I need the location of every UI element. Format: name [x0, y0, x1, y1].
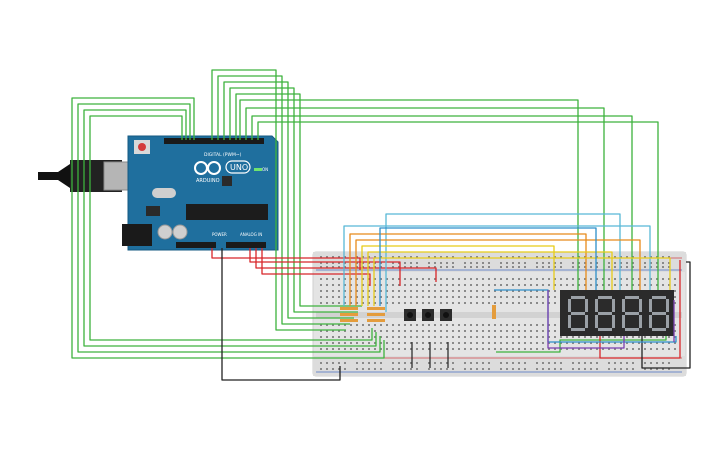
- wire-green-14: [496, 336, 667, 353]
- segment: [598, 312, 612, 315]
- wire-red-5: [599, 260, 681, 359]
- wire-green-2: [77, 103, 381, 353]
- wire-purple-1: [547, 290, 625, 349]
- segment: [612, 315, 615, 328]
- wire-green-13: [257, 121, 659, 290]
- pushbutton-1[interactable]: [404, 309, 416, 321]
- segment: [612, 299, 615, 312]
- reset-button[interactable]: [138, 143, 146, 151]
- wire-green-11: [245, 107, 605, 290]
- power-header: [176, 242, 216, 248]
- wire-green-9: [235, 93, 362, 307]
- wire-red-power: [211, 248, 361, 270]
- segment: [622, 315, 625, 328]
- digital-pins-label: DIGITAL (PWM~): [204, 152, 242, 158]
- segment: [595, 315, 598, 328]
- wire-black-2: [641, 261, 691, 369]
- segment: [622, 299, 625, 312]
- segment: [652, 312, 666, 315]
- analog-header: [226, 242, 266, 248]
- resistor-array-right[interactable]: [367, 307, 385, 322]
- segment: [568, 299, 571, 312]
- usb-cable-plug: [38, 164, 70, 188]
- wire-black-ground: [221, 248, 341, 381]
- segment: [639, 299, 642, 312]
- segment: [625, 296, 639, 299]
- wire-yellow-1: [361, 245, 555, 306]
- atmega-chip: [186, 204, 268, 220]
- power-pins-label: POWER: [212, 232, 227, 237]
- segment: [571, 312, 585, 315]
- wire-cyan-1: [385, 213, 621, 312]
- segment: [571, 296, 585, 299]
- single-resistor[interactable]: [492, 305, 496, 319]
- segment: [598, 328, 612, 331]
- wire-orange-2: [355, 239, 641, 306]
- wire-yellow-3: [373, 257, 671, 306]
- segment: [666, 315, 669, 328]
- segment: [625, 312, 639, 315]
- wire-red-2: [249, 248, 401, 286]
- pushbutton-2[interactable]: [422, 309, 434, 321]
- pushbutton-3[interactable]: [440, 309, 452, 321]
- segment: [571, 328, 585, 331]
- wire-yellow-2: [367, 251, 613, 306]
- wire-orange-1: [349, 233, 587, 306]
- wire-green-4: [89, 115, 373, 341]
- segment: [598, 296, 612, 299]
- arduino-brand-label: ARDUINO: [196, 178, 220, 184]
- power-led-label: ON: [262, 167, 268, 172]
- button-leads: [411, 342, 449, 368]
- wire-green-1: [71, 97, 385, 359]
- seven-segment-display[interactable]: [560, 290, 674, 336]
- digital-header: [164, 138, 264, 144]
- segment: [649, 299, 652, 312]
- wire-red-3: [255, 248, 437, 282]
- segment: [595, 299, 598, 312]
- uno-label: UNO: [230, 163, 248, 172]
- segment: [639, 315, 642, 328]
- wire-green-3: [83, 109, 377, 347]
- segment: [568, 315, 571, 328]
- wire-green-12: [251, 115, 633, 290]
- wire-green-8: [229, 87, 358, 313]
- display-digits: [568, 296, 669, 331]
- arduino-uno-board[interactable]: ARDUINO UNO DIGITAL (PWM~) POWER ANALOG …: [38, 135, 279, 251]
- wire-green-10: [239, 99, 579, 290]
- segment: [625, 328, 639, 331]
- wires[interactable]: [71, 69, 691, 381]
- wire-green-5: [211, 69, 346, 331]
- arduino-logo: [194, 161, 221, 175]
- segment: [652, 328, 666, 331]
- power-led: [254, 168, 262, 171]
- wire-green-6: [217, 75, 350, 325]
- analog-pins-label: ANALOG IN: [240, 232, 262, 237]
- segment: [649, 315, 652, 328]
- wire-blue-1: [379, 227, 597, 306]
- wire-red-4: [261, 248, 371, 286]
- resistor-array-left[interactable]: [340, 307, 358, 322]
- segment: [652, 296, 666, 299]
- segment: [585, 299, 588, 312]
- wire-green-7: [223, 81, 354, 319]
- segment: [666, 299, 669, 312]
- segment: [585, 315, 588, 328]
